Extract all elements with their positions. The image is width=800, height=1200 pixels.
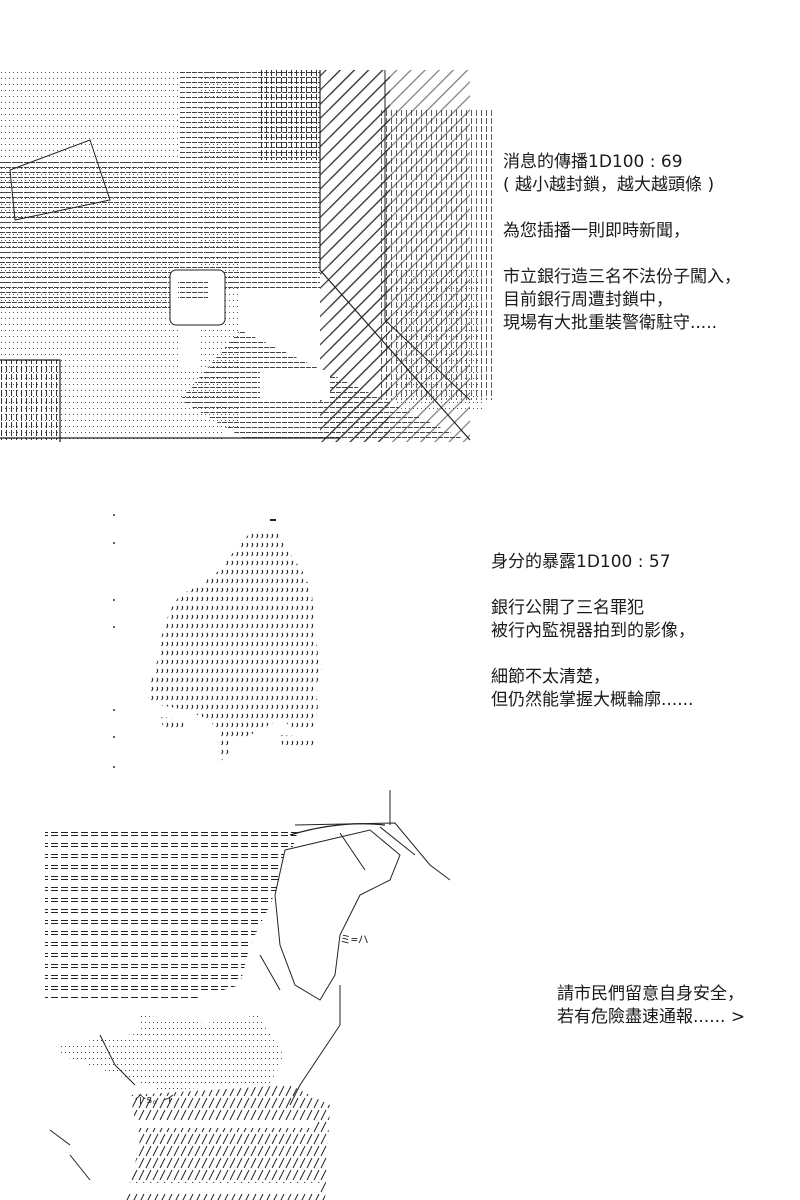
roll-line-spread: 消息的傳播1D100 : 69 bbox=[503, 152, 683, 172]
identity-line-3: 細節不太清楚， bbox=[491, 667, 610, 687]
panel3-caption: 請市民們留意自身安全， 若有危險盡速通報...... > bbox=[557, 983, 745, 1029]
panel2-caption: 身分的暴露1D100 : 57 銀行公開了三名罪犯 被行內監視器拍到的影像， 細… bbox=[491, 551, 695, 712]
silhouette-art bbox=[100, 505, 340, 780]
warning-line-1: 請市民們留意自身安全， bbox=[557, 984, 744, 1004]
panel1-caption: 消息的傳播1D100 : 69 ( 越小越封鎖，越大越頭條 ) 為您插播一則即時… bbox=[503, 151, 741, 335]
identity-line-4: 但仍然能掌握大概輪廓...... bbox=[491, 690, 694, 710]
news-line-1: 市立銀行造三名不法份子闖入， bbox=[503, 267, 741, 287]
identity-line-1: 銀行公開了三名罪犯 bbox=[491, 598, 644, 618]
roll-line-identity: 身分的暴露1D100 : 57 bbox=[491, 552, 671, 572]
left-dot-column bbox=[113, 514, 115, 768]
silhouette-svg bbox=[113, 514, 322, 768]
street-scene-svg bbox=[0, 70, 492, 442]
identity-line-2: 被行內監視器拍到的影像， bbox=[491, 621, 695, 641]
svg-text:ミ=ハ: ミ=ハ bbox=[340, 933, 369, 946]
news-line-3: 現場有大批重裝警衛駐守..... bbox=[503, 313, 718, 333]
speaker-svg: ミ=ハ 个s。イ bbox=[45, 790, 451, 1200]
speaker-art: ミ=ハ 个s。イ bbox=[40, 785, 460, 1200]
warning-line-2: 若有危險盡速通報...... > bbox=[557, 1007, 746, 1027]
roll-note: ( 越小越封鎖，越大越頭條 ) bbox=[503, 175, 715, 195]
street-scene-art bbox=[0, 70, 492, 442]
news-line-2: 目前銀行周遭封鎖中， bbox=[503, 290, 673, 310]
svg-text:个s。イ: 个s。イ bbox=[135, 1093, 175, 1106]
news-intro: 為您插播一則即時新聞， bbox=[503, 221, 690, 241]
